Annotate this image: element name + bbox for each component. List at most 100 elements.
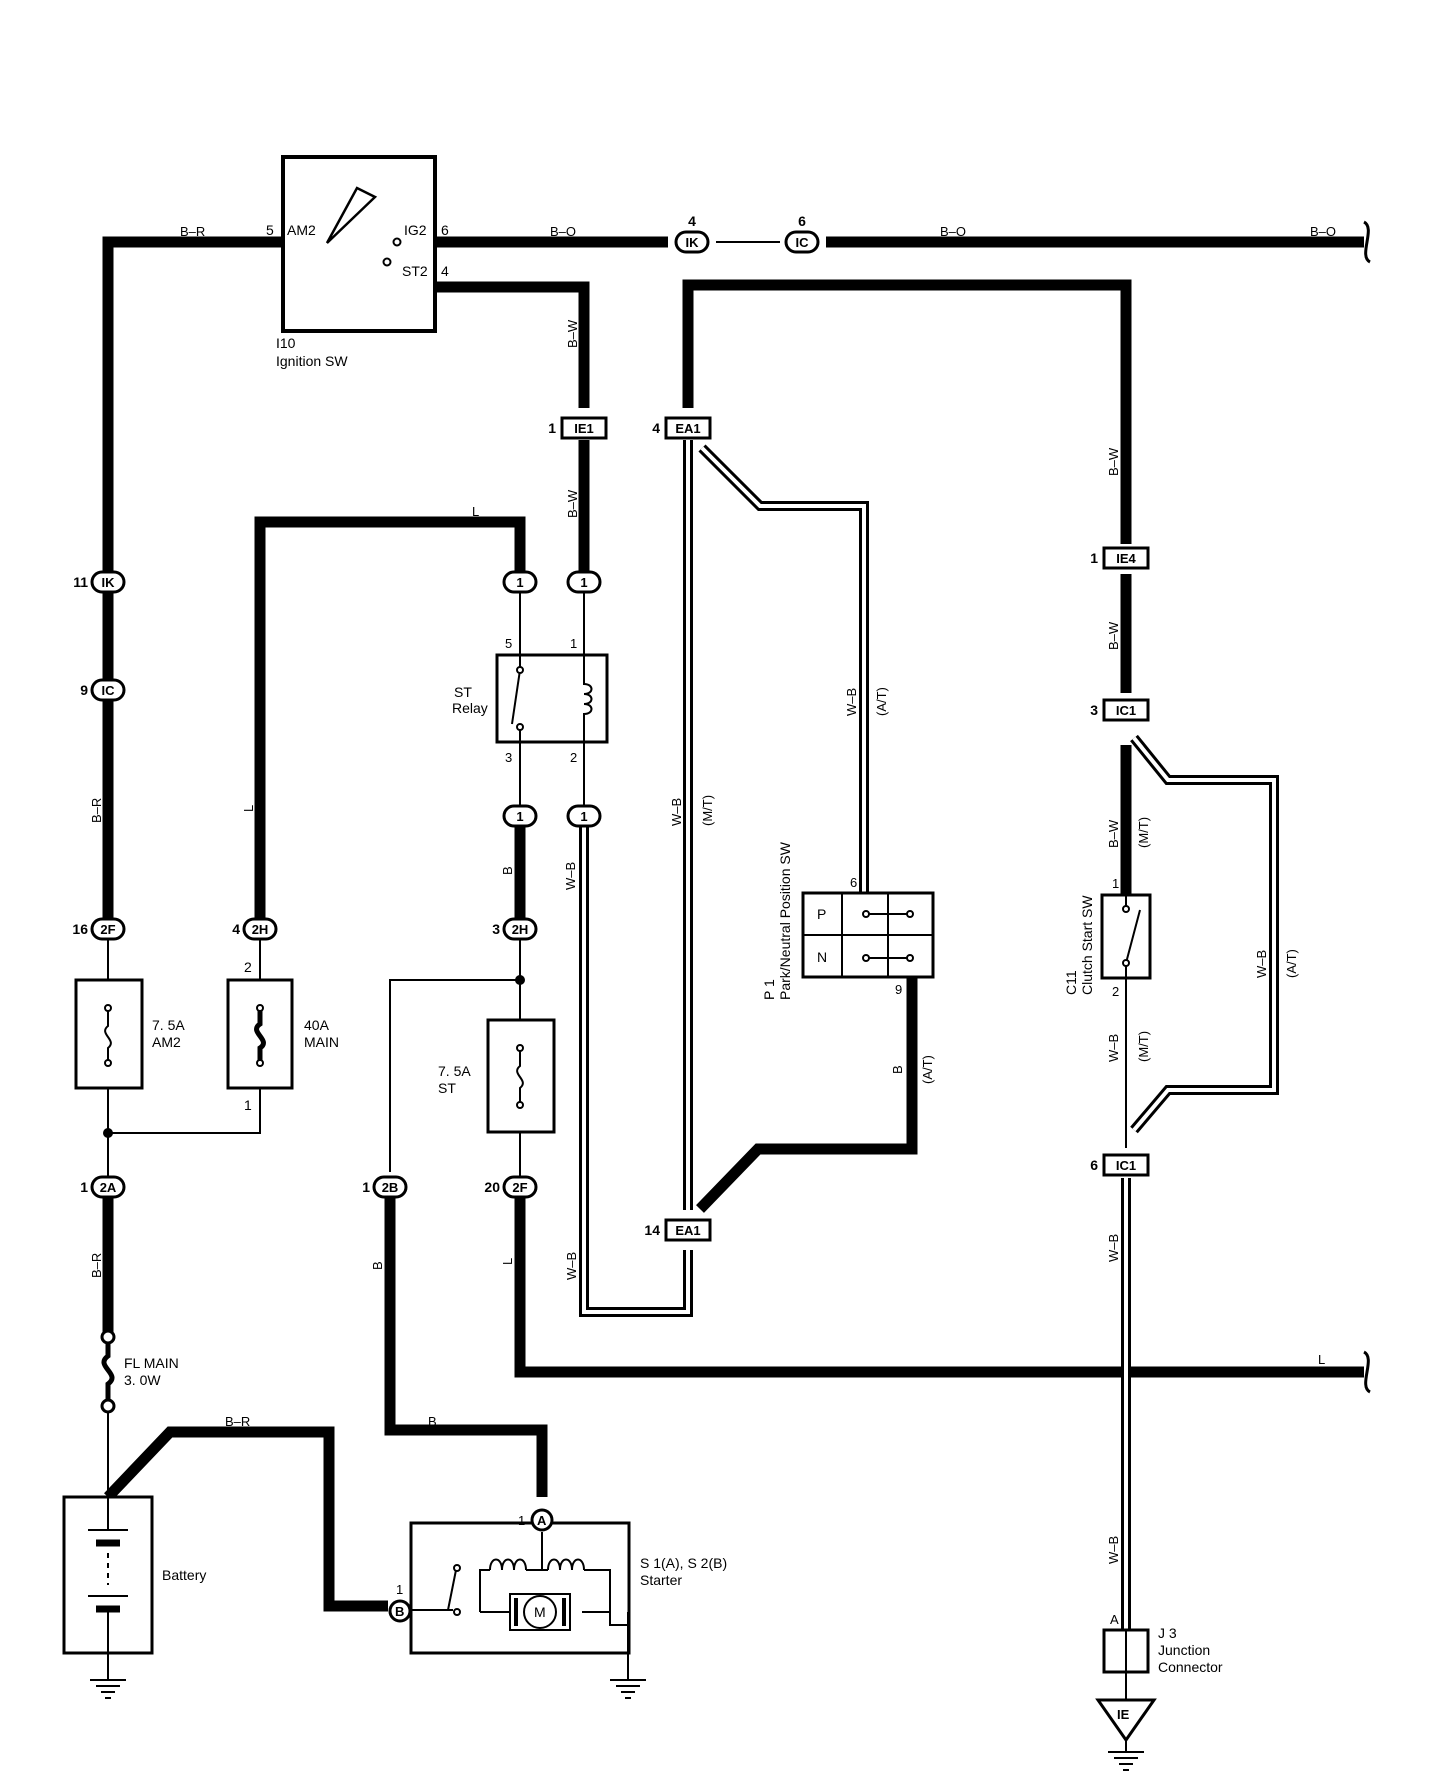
fuse-st-rating: 7. 5A xyxy=(438,1063,471,1079)
connector-code: IC xyxy=(102,683,116,698)
fuse-am2-element xyxy=(104,1011,112,1060)
park-neutral-position-switch[interactable]: P N 6 9 P 1 Park/Neutral Position SW xyxy=(761,841,935,1000)
clutch-start-switch[interactable]: 1 2 C11 Clutch Start SW xyxy=(1063,876,1152,999)
starter-contact-1 xyxy=(453,1564,461,1572)
fuse-am2-t1 xyxy=(104,1004,112,1012)
wire-l-top xyxy=(254,516,526,923)
pnp-name: Park/Neutral Position SW xyxy=(777,841,793,1000)
fuse-st-box xyxy=(486,1018,556,1134)
starter-pin-a-circle xyxy=(530,1508,554,1532)
wire-labels: B–R B–O B–O B–O B–W B–W L B–R L B W–B W–… xyxy=(89,224,1336,1564)
junction-connector[interactable]: A J 3 Junction Connector IE xyxy=(1095,1612,1223,1752)
connector-pin: 11 xyxy=(73,574,88,590)
fuse-st-t1 xyxy=(516,1044,524,1052)
label-w-b-r3: W–B xyxy=(1106,1536,1121,1564)
fl-main-terminal-bot xyxy=(100,1398,116,1414)
wire-b-pnp-ea1 xyxy=(696,977,918,1213)
connector-pin: 16 xyxy=(72,921,88,937)
label-mt-r1: (M/T) xyxy=(1136,817,1151,848)
connector-relay-bot-r: 1 xyxy=(566,804,602,828)
fuse-am2[interactable]: 7. 5A AM2 xyxy=(74,978,185,1090)
label-mt-r2: (M/T) xyxy=(1136,1031,1151,1062)
connector-ea1-bot: EA1 14 xyxy=(644,1218,712,1242)
fuse-main-t1 xyxy=(256,1004,264,1012)
junction-name2: Connector xyxy=(1158,1659,1223,1675)
connector-pin: 3 xyxy=(492,921,500,937)
label-at-r: (A/T) xyxy=(1284,949,1299,978)
label-w-b-relay: W–B xyxy=(563,862,578,890)
fuse-st-name: ST xyxy=(438,1080,456,1096)
label-b-w-1: B–W xyxy=(565,319,580,348)
connector-pin: 1 xyxy=(548,420,556,436)
connector-pin: 1 xyxy=(80,1179,88,1195)
connector-code: EA1 xyxy=(675,1223,700,1238)
wire-w-b-relay-ea1-inner xyxy=(582,824,690,1314)
connector-pin: 14 xyxy=(644,1222,660,1238)
label-b-r-top: B–R xyxy=(180,224,205,239)
wire-b-r-am2 xyxy=(102,236,283,578)
starter-pin-a-code: A xyxy=(537,1513,547,1528)
starter-pin-a-num: 1 xyxy=(518,1513,525,1528)
label-b-w-r3: B–W xyxy=(1106,819,1121,848)
junction-ground-triangle xyxy=(1095,1698,1157,1743)
label-b-o-3: B–O xyxy=(1310,224,1336,239)
connector-code: 1 xyxy=(516,575,523,590)
st-relay-name2: Relay xyxy=(452,700,488,716)
connector-code: IC1 xyxy=(1116,1158,1136,1173)
connector-a2-1: 2A1 xyxy=(80,1175,126,1199)
wire-b-w-ea1-loop xyxy=(682,279,1132,544)
junction-pin: A xyxy=(1110,1612,1119,1627)
battery[interactable]: Battery xyxy=(62,1495,206,1680)
ignition-switch-box xyxy=(281,155,437,333)
connector-code: IE4 xyxy=(1116,551,1136,566)
label-w-b-r2: W–B xyxy=(1106,1234,1121,1262)
starter-coil-1 xyxy=(489,1558,527,1571)
connector-code: IE1 xyxy=(574,421,594,436)
label-l-2f: L xyxy=(500,1258,515,1265)
ig2-label: IG2 xyxy=(404,222,427,238)
label-mt-1: (M/T) xyxy=(700,795,715,826)
connector-pin: 4 xyxy=(688,213,696,229)
connector-pin: 20 xyxy=(484,1179,500,1195)
label-l-left: L xyxy=(241,805,256,812)
label-b-w-2: B–W xyxy=(565,489,580,518)
label-w-b-r-mt: W–B xyxy=(1106,1034,1121,1062)
connector-pin: 1 xyxy=(362,1179,370,1195)
pnp-pin-9: 9 xyxy=(895,982,902,997)
connector-pin: 4 xyxy=(232,921,240,937)
connector-h2-4: 2H4 xyxy=(232,917,278,941)
fuse-main[interactable]: 40A MAIN 2 1 xyxy=(226,959,339,1113)
label-b-pnp: B xyxy=(890,1065,905,1074)
pnp-id: P 1 xyxy=(761,979,777,1000)
label-b-o-1: B–O xyxy=(550,224,576,239)
label-b-2b: B xyxy=(370,1261,385,1270)
fuse-st[interactable]: 7. 5A ST xyxy=(438,1018,556,1134)
st-relay[interactable]: 5 1 3 2 ST Relay xyxy=(452,636,609,765)
starter-pin-b-circle xyxy=(388,1599,412,1623)
pin-st2: 4 xyxy=(441,263,449,279)
wire-b-w-ie1 xyxy=(434,281,590,408)
fl-main-fusible-link[interactable]: FL MAIN 3. 0W xyxy=(100,1329,179,1414)
fuse-am2-box xyxy=(74,978,144,1090)
starter[interactable]: M A 1 B 1 S 1(A), S 2(B) Starter xyxy=(388,1508,727,1680)
ignition-switch-contact xyxy=(325,186,378,244)
wire-b-2b-starter xyxy=(384,1193,548,1497)
wire-w-b-ic1-at-inner xyxy=(1132,736,1276,1132)
ignition-switch[interactable]: AM2 IG2 ST2 5 6 4 I10 Ignition SW xyxy=(266,155,449,369)
starter-motor-icon xyxy=(523,1595,557,1629)
wire-w-b-ic1-at-outer xyxy=(1130,734,1279,1134)
starter-contact-2 xyxy=(453,1608,461,1616)
fuse-main-rating: 40A xyxy=(304,1017,330,1033)
connector-code: IK xyxy=(686,235,700,250)
junction-dots xyxy=(103,975,525,1138)
connector-code: IC xyxy=(796,235,810,250)
label-at-1: (A/T) xyxy=(874,687,889,716)
connector-relay-bot-l: 1 xyxy=(502,804,538,828)
starter-box xyxy=(409,1521,631,1655)
relay-pin-5: 5 xyxy=(505,636,512,651)
starter-pin-b-num: 1 xyxy=(396,1582,403,1597)
